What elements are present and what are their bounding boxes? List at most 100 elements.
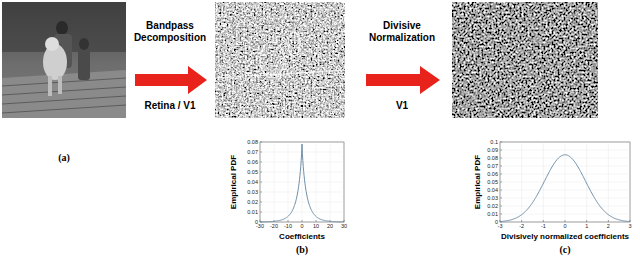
tick-label: 0 — [563, 223, 566, 229]
tick-mark — [500, 142, 502, 143]
tick-label: -20 — [270, 223, 278, 229]
arrow-label: Decomposition — [134, 32, 206, 43]
tick-mark — [260, 172, 262, 173]
tick-mark — [500, 174, 502, 175]
grid-line — [260, 142, 261, 222]
tick-label: 0.02 — [247, 199, 258, 205]
tick-mark — [260, 202, 262, 203]
pdf-plots — [260, 142, 630, 222]
deck — [2, 70, 126, 118]
tick-label: 20 — [327, 223, 333, 229]
arrow-label: Retina / V1 — [144, 100, 195, 111]
tick-label: 0.02 — [487, 203, 498, 209]
tick-label: -30 — [256, 223, 264, 229]
edges — [215, 32, 345, 78]
dog-head — [45, 37, 59, 51]
axis-label: Divisively normalized coefficients — [501, 233, 629, 242]
grid-line — [274, 142, 275, 222]
tick-label: 0.09 — [487, 147, 498, 153]
tick-mark — [500, 190, 502, 191]
photo — [2, 2, 126, 118]
tick-label: -1 — [541, 223, 546, 229]
grid-line — [500, 142, 501, 222]
panel-label: (a) — [58, 152, 70, 163]
arrow-label: Normalization — [369, 32, 435, 43]
tick-mark — [500, 214, 502, 215]
tick-label: 0.1 — [490, 139, 498, 145]
tick-label: 10 — [313, 223, 319, 229]
tick-label: 0.08 — [247, 139, 258, 145]
tick-label: -2 — [519, 223, 524, 229]
grid-line — [288, 142, 289, 222]
tick-mark — [260, 212, 262, 213]
child-head — [56, 21, 68, 35]
tick-mark — [500, 150, 502, 151]
tick-label: 1 — [585, 223, 588, 229]
grid-line — [330, 142, 331, 222]
tick-mark — [260, 192, 262, 193]
tick-mark — [608, 220, 609, 222]
tick-mark — [500, 158, 502, 159]
tick-mark — [260, 162, 262, 163]
red-arrow — [135, 66, 207, 94]
tick-label: 0 — [300, 223, 303, 229]
tick-label: -10 — [284, 223, 292, 229]
texture — [452, 2, 598, 118]
tick-label: 30 — [341, 223, 347, 229]
tick-mark — [260, 142, 262, 143]
axis-label: Coefficients — [279, 233, 325, 242]
tick-label: 0.04 — [247, 179, 258, 185]
tick-label: 0.07 — [487, 163, 498, 169]
grid-line — [630, 142, 631, 222]
panel-label: (b) — [296, 244, 308, 255]
tick-mark — [288, 220, 289, 222]
plot-frame — [260, 142, 344, 222]
tick-label: 0.01 — [247, 209, 258, 215]
arrow-label: Bandpass — [146, 20, 194, 31]
tick-mark — [260, 182, 262, 183]
grid-line — [521, 142, 522, 222]
texture — [215, 2, 345, 118]
tick-label: 0.08 — [487, 155, 498, 161]
child2-head — [79, 38, 89, 50]
pdf-curve — [500, 155, 630, 222]
tick-label: 0.06 — [487, 171, 498, 177]
tick-mark — [500, 182, 502, 183]
normalized-image — [452, 2, 598, 118]
tick-label: 0.05 — [487, 179, 498, 185]
tick-mark — [586, 220, 587, 222]
bandpass-image — [215, 2, 345, 118]
tick-label: 2 — [607, 223, 610, 229]
tick-mark — [500, 206, 502, 207]
tick-mark — [565, 220, 566, 222]
tick-label: 0 — [495, 219, 498, 225]
dog-leg — [58, 76, 62, 94]
tick-mark — [260, 152, 262, 153]
grid-line — [608, 142, 609, 222]
axis-label: Empirical PDF — [230, 155, 239, 209]
axis-label: Empirical PDF — [474, 155, 483, 209]
arrow-label: Divisive — [383, 20, 421, 31]
tick-label: 0.01 — [487, 211, 498, 217]
grid-line — [316, 142, 317, 222]
tick-label: 0.03 — [487, 195, 498, 201]
tick-label: -3 — [498, 223, 503, 229]
edges — [503, 32, 546, 78]
panel-label: (c) — [559, 244, 570, 255]
tick-label: 0.07 — [247, 149, 258, 155]
tick-label: 0.04 — [487, 187, 498, 193]
photo-ground — [2, 2, 126, 118]
deck-boards — [2, 78, 126, 113]
tick-label: 3 — [628, 223, 631, 229]
red-arrow — [366, 66, 440, 94]
tick-label: 0.06 — [247, 159, 258, 165]
tick-mark — [543, 220, 544, 222]
tick-label: 0.05 — [247, 169, 258, 175]
tick-label: 0.03 — [247, 189, 258, 195]
tick-mark — [500, 198, 502, 199]
child2-body — [78, 50, 90, 80]
tick-mark — [521, 220, 522, 222]
plot-frame — [500, 142, 630, 222]
arrow-label: V1 — [396, 100, 408, 111]
grid-line — [565, 142, 566, 222]
